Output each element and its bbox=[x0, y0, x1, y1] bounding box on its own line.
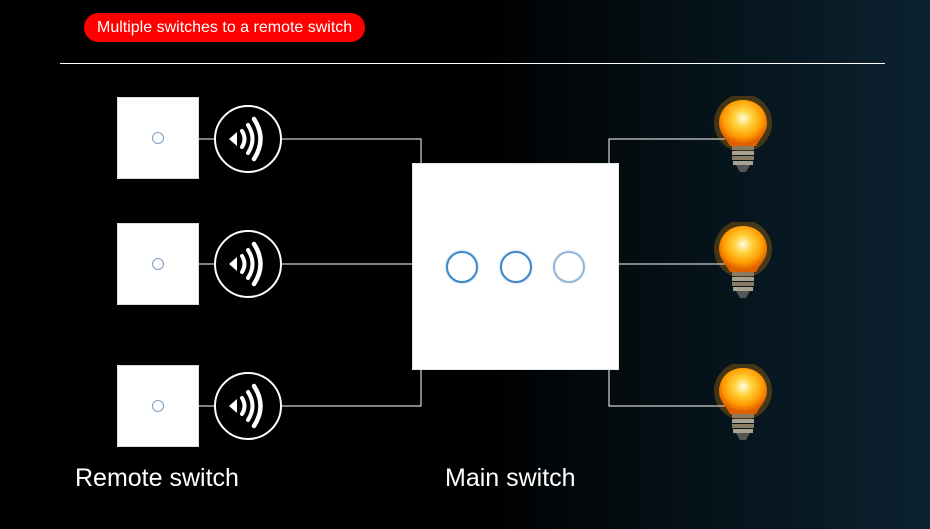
remote-switch-panel-1 bbox=[117, 97, 199, 179]
header-divider bbox=[60, 63, 885, 64]
light-bulb-icon bbox=[714, 222, 772, 298]
touch-dot bbox=[152, 132, 164, 144]
remote-switch-panel-3 bbox=[117, 365, 199, 447]
light-bulb-icon bbox=[714, 96, 772, 172]
wireless-signal-icon bbox=[214, 230, 282, 298]
touch-button-3 bbox=[553, 251, 585, 283]
wire-bulb-3 bbox=[608, 370, 725, 407]
remote-switch-label: Remote switch bbox=[75, 464, 239, 492]
wireless-signal-icon bbox=[214, 372, 282, 440]
wireless-signal-icon bbox=[214, 105, 282, 173]
touch-dot bbox=[152, 258, 164, 270]
wire-remote-3 bbox=[282, 370, 422, 407]
title-badge: Multiple switches to a remote switch bbox=[84, 13, 366, 42]
main-switch-label: Main switch bbox=[445, 464, 576, 492]
touch-dot bbox=[152, 400, 164, 412]
main-switch-panel bbox=[412, 163, 619, 370]
wire-remote-1 bbox=[282, 138, 422, 163]
touch-button-1 bbox=[446, 251, 478, 283]
touch-button-2 bbox=[500, 251, 532, 283]
remote-switch-panel-2 bbox=[117, 223, 199, 305]
wire-bulb-1 bbox=[608, 138, 725, 163]
light-bulb-icon bbox=[714, 364, 772, 440]
